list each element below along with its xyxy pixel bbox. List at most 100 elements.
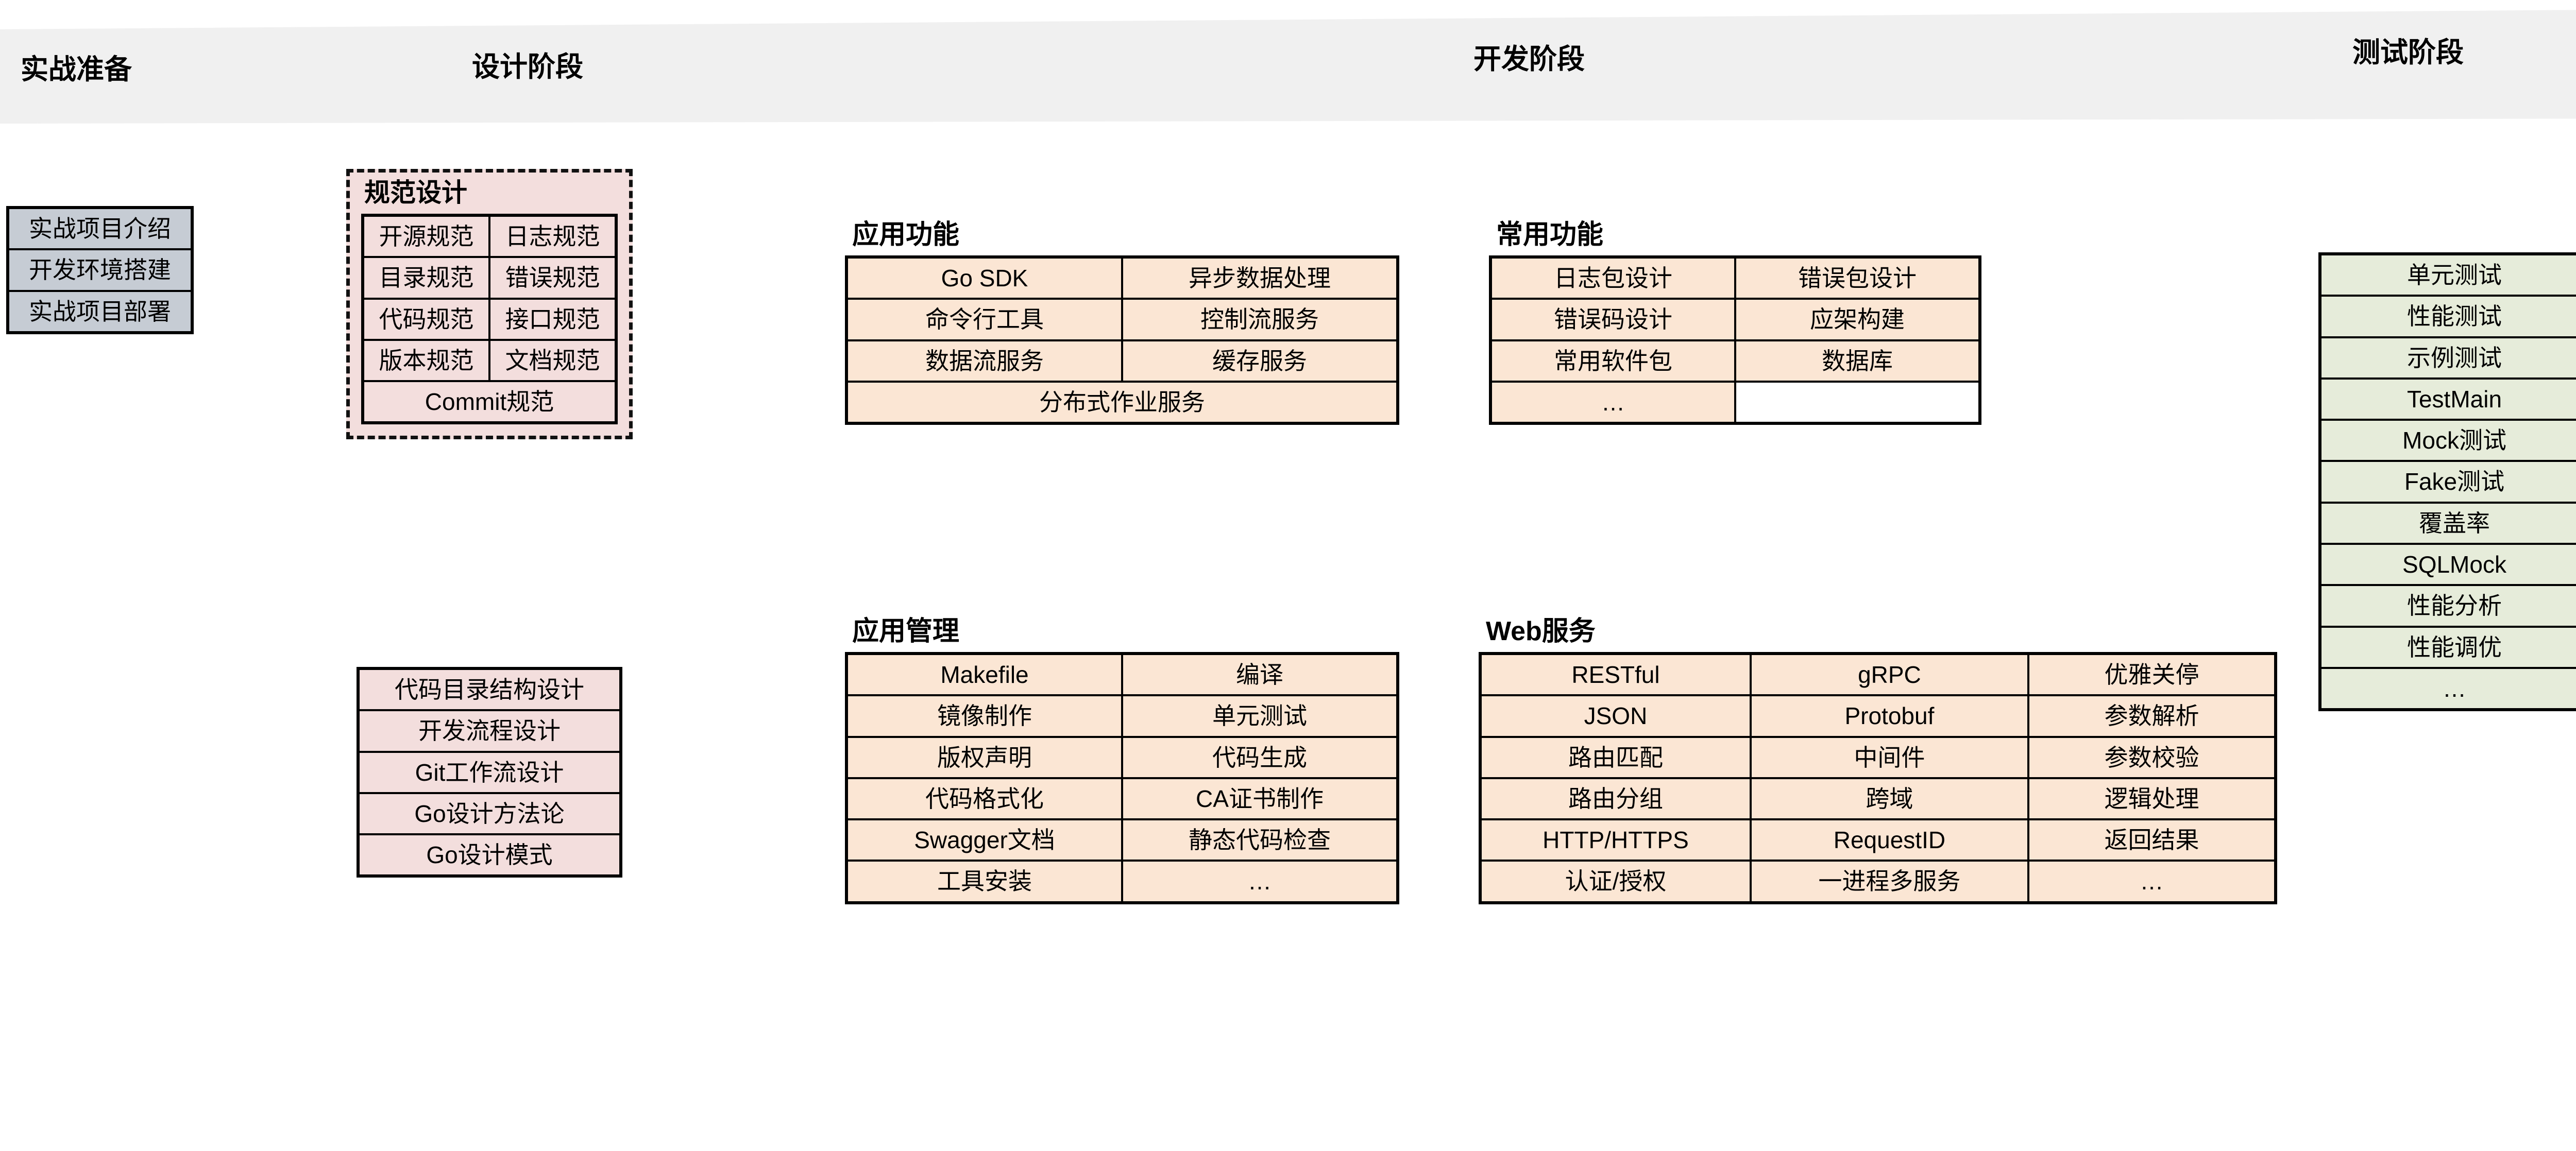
app-mgmt-cell-1-1[interactable]: 单元测试 (1121, 694, 1399, 738)
table-row[interactable]: TestMain (2319, 377, 2576, 421)
common-cell-0-0[interactable]: 日志包设计 (1489, 255, 1736, 300)
web-cell-5-1[interactable]: 一进程多服务 (1749, 860, 2029, 904)
table-row[interactable]: 实战项目介绍 (7, 206, 193, 251)
app-mgmt-cell-2-1[interactable]: 代码生成 (1121, 735, 1399, 779)
test-cell-2[interactable]: 示例测试 (2319, 336, 2576, 380)
spec-cell-1-1[interactable]: 错误规范 (488, 256, 617, 300)
app-mgmt-cell-5-1[interactable]: … (1121, 860, 1399, 904)
app-mgmt-cell-3-0[interactable]: 代码格式化 (845, 777, 1123, 821)
prep-cell-1[interactable]: 开发环境搭建 (7, 248, 193, 292)
table-row[interactable]: 路由匹配 中间件 参数校验 (1479, 735, 2277, 779)
table-row[interactable]: 代码目录结构设计 (357, 667, 622, 712)
common-cell-1-0[interactable]: 错误码设计 (1489, 298, 1736, 341)
test-cell-0[interactable]: 单元测试 (2319, 252, 2576, 297)
web-cell-0-2[interactable]: 优雅关停 (2027, 652, 2277, 697)
app-mgmt-cell-0-1[interactable]: 编译 (1121, 652, 1399, 697)
table-row[interactable]: 开发流程设计 (357, 709, 622, 753)
spec-cell-0-0[interactable]: 开源规范 (362, 214, 490, 259)
test-cell-8[interactable]: 性能分析 (2319, 584, 2576, 628)
table-row[interactable]: 开源规范 日志规范 (362, 214, 617, 259)
test-cell-5[interactable]: Fake测试 (2319, 460, 2576, 504)
app-mgmt-cell-3-1[interactable]: CA证书制作 (1121, 777, 1399, 821)
web-cell-2-0[interactable]: 路由匹配 (1479, 735, 1752, 779)
app-feat-cell-0-1[interactable]: 异步数据处理 (1121, 255, 1399, 300)
web-cell-3-1[interactable]: 跨域 (1749, 777, 2029, 821)
web-cell-3-2[interactable]: 逻辑处理 (2027, 777, 2277, 821)
table-row[interactable]: 数据流服务 缓存服务 (845, 339, 1399, 383)
table-row[interactable]: 性能分析 (2319, 584, 2576, 628)
app-mgmt-cell-2-0[interactable]: 版权声明 (845, 735, 1123, 779)
web-cell-3-0[interactable]: 路由分组 (1479, 777, 1752, 821)
spec-cell-2-1[interactable]: 接口规范 (488, 297, 617, 341)
app-mgmt-cell-0-0[interactable]: Makefile (845, 652, 1123, 697)
table-row[interactable]: … (2319, 666, 2576, 711)
spec-cell-1-0[interactable]: 目录规范 (362, 256, 490, 300)
test-cell-3[interactable]: TestMain (2319, 377, 2576, 421)
table-row[interactable]: 版本规范 文档规范 (362, 338, 617, 383)
test-cell-10[interactable]: … (2319, 666, 2576, 711)
web-cell-0-0[interactable]: RESTful (1479, 652, 1752, 697)
web-cell-1-2[interactable]: 参数解析 (2027, 694, 2277, 738)
web-cell-2-1[interactable]: 中间件 (1749, 735, 2029, 779)
web-cell-4-0[interactable]: HTTP/HTTPS (1479, 818, 1752, 862)
table-row[interactable]: 代码格式化 CA证书制作 (845, 777, 1399, 821)
table-row[interactable]: 开发环境搭建 (7, 248, 193, 292)
common-cell-3-0[interactable]: … (1489, 380, 1736, 425)
table-row[interactable]: 镜像制作 单元测试 (845, 694, 1399, 738)
app-mgmt-cell-4-0[interactable]: Swagger文档 (845, 818, 1123, 862)
table-row[interactable]: Go设计模式 (357, 833, 622, 878)
prep-cell-2[interactable]: 实战项目部署 (7, 289, 193, 334)
table-row[interactable]: RESTful gRPC 优雅关停 (1479, 652, 2277, 697)
table-row[interactable]: Makefile 编译 (845, 652, 1399, 697)
common-cell-2-1[interactable]: 数据库 (1734, 339, 1981, 383)
web-cell-1-0[interactable]: JSON (1479, 694, 1752, 738)
test-cell-7[interactable]: SQLMock (2319, 543, 2576, 587)
spec-cell-2-0[interactable]: 代码规范 (362, 297, 490, 341)
design-extra-cell-3[interactable]: Go设计方法论 (357, 792, 622, 836)
app-feat-cell-full[interactable]: 分布式作业服务 (845, 380, 1399, 425)
design-extra-cell-1[interactable]: 开发流程设计 (357, 709, 622, 753)
table-row[interactable]: Git工作流设计 (357, 750, 622, 794)
app-feat-cell-2-1[interactable]: 缓存服务 (1121, 339, 1399, 383)
table-row[interactable]: 单元测试 (2319, 252, 2576, 297)
table-row[interactable]: Fake测试 (2319, 460, 2576, 504)
design-extra-cell-0[interactable]: 代码目录结构设计 (357, 667, 622, 712)
web-cell-2-2[interactable]: 参数校验 (2027, 735, 2277, 779)
table-row[interactable]: 认证/授权 一进程多服务 … (1479, 860, 2277, 904)
table-row[interactable]: Go设计方法论 (357, 792, 622, 836)
web-cell-4-2[interactable]: 返回结果 (2027, 818, 2277, 862)
table-row[interactable]: JSON Protobuf 参数解析 (1479, 694, 2277, 738)
spec-cell-commit[interactable]: Commit规范 (362, 380, 617, 424)
design-extra-cell-2[interactable]: Git工作流设计 (357, 750, 622, 794)
table-row[interactable]: Mock测试 (2319, 419, 2576, 462)
table-row[interactable]: 常用软件包 数据库 (1489, 339, 1981, 383)
app-feat-cell-0-0[interactable]: Go SDK (845, 255, 1123, 300)
table-row[interactable]: 工具安装 … (845, 860, 1399, 904)
web-cell-4-1[interactable]: RequestID (1749, 818, 2029, 862)
table-row[interactable]: Swagger文档 静态代码检查 (845, 818, 1399, 862)
app-feat-cell-1-0[interactable]: 命令行工具 (845, 298, 1123, 341)
spec-cell-3-1[interactable]: 文档规范 (488, 338, 617, 383)
table-row[interactable]: SQLMock (2319, 543, 2576, 587)
table-row[interactable]: Go SDK 异步数据处理 (845, 255, 1399, 300)
web-cell-0-1[interactable]: gRPC (1749, 652, 2029, 697)
spec-cell-3-0[interactable]: 版本规范 (362, 338, 490, 383)
table-row[interactable]: 命令行工具 控制流服务 (845, 298, 1399, 341)
table-row[interactable]: 日志包设计 错误包设计 (1489, 255, 1981, 300)
test-cell-6[interactable]: 覆盖率 (2319, 501, 2576, 545)
test-cell-9[interactable]: 性能调优 (2319, 625, 2576, 669)
table-row[interactable]: 性能调优 (2319, 625, 2576, 669)
table-row[interactable]: HTTP/HTTPS RequestID 返回结果 (1479, 818, 2277, 862)
table-row[interactable]: 目录规范 错误规范 (362, 256, 617, 300)
table-row[interactable]: 版权声明 代码生成 (845, 735, 1399, 779)
app-mgmt-cell-1-0[interactable]: 镜像制作 (845, 694, 1123, 738)
table-row[interactable]: 路由分组 跨域 逻辑处理 (1479, 777, 2277, 821)
common-cell-1-1[interactable]: 应架构建 (1734, 298, 1981, 341)
table-row[interactable]: … (1489, 380, 1980, 425)
web-cell-5-0[interactable]: 认证/授权 (1479, 860, 1752, 904)
app-feat-cell-2-0[interactable]: 数据流服务 (845, 339, 1123, 383)
spec-cell-0-1[interactable]: 日志规范 (488, 214, 617, 259)
web-cell-5-2[interactable]: … (2027, 860, 2277, 904)
app-feat-cell-1-1[interactable]: 控制流服务 (1121, 298, 1399, 341)
table-row[interactable]: 覆盖率 (2319, 501, 2576, 545)
